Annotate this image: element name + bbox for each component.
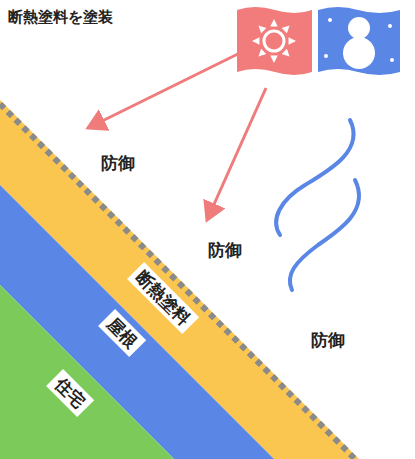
sun-ray	[258, 25, 266, 33]
sun-ray	[252, 37, 259, 44]
paint-band-fill	[0, 100, 359, 459]
diagram-title: 断熱塗料を塗装	[8, 8, 113, 27]
roof-band-fill	[0, 185, 274, 459]
cold-wave	[276, 120, 353, 235]
sun-ray	[270, 19, 277, 26]
paint-texture	[0, 104, 355, 459]
sun-ray	[289, 37, 296, 44]
heat-arrow	[207, 88, 266, 220]
sun-ray	[270, 56, 277, 63]
defense-label: 防御	[208, 239, 242, 262]
sun-rays	[252, 19, 296, 63]
sun-ray	[282, 49, 290, 57]
sun-tile	[237, 7, 312, 75]
sun-icon	[264, 31, 284, 51]
defense-label: 防御	[101, 152, 135, 175]
house-band-fill	[0, 285, 174, 459]
sun-ray	[282, 25, 290, 33]
cold-wave	[290, 180, 359, 290]
defense-label: 防御	[311, 329, 345, 352]
snow-tile	[318, 7, 400, 75]
sun-ray	[258, 49, 266, 57]
snowman-icon	[324, 17, 394, 69]
heat-arrow	[88, 47, 252, 128]
